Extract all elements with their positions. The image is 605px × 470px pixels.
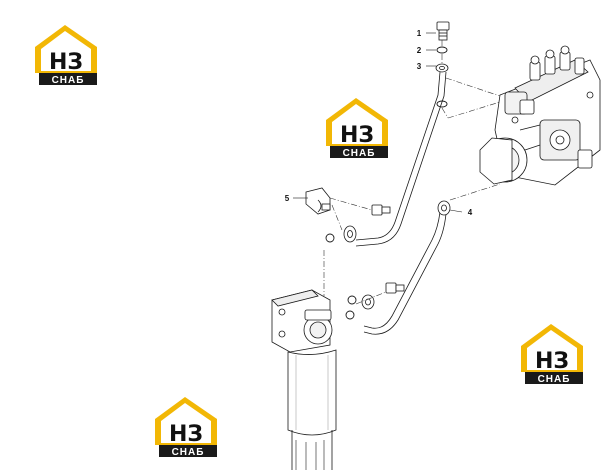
watermark-logo [35, 25, 97, 86]
callout-3: 3 [417, 62, 422, 71]
watermark-logo [326, 98, 388, 159]
injection-pump [479, 45, 601, 186]
callout-2: 2 [417, 46, 422, 55]
alignment-lines [323, 40, 501, 305]
callout-1: 1 [417, 29, 422, 38]
watermark-logo [521, 324, 583, 385]
callout-leaders [293, 32, 463, 213]
callout-4: 4 [468, 208, 473, 217]
fuel-filter [271, 289, 337, 470]
watermark-logo [155, 397, 217, 458]
fuel-pipe-upper [343, 63, 449, 247]
pipe-clip [305, 187, 331, 215]
fuel-pipe-return [361, 200, 451, 335]
sealing-washer [325, 46, 448, 320]
banjo-bolt-lower [371, 204, 405, 294]
callout-5: 5 [285, 194, 290, 203]
banjo-bolt-top [436, 21, 450, 41]
